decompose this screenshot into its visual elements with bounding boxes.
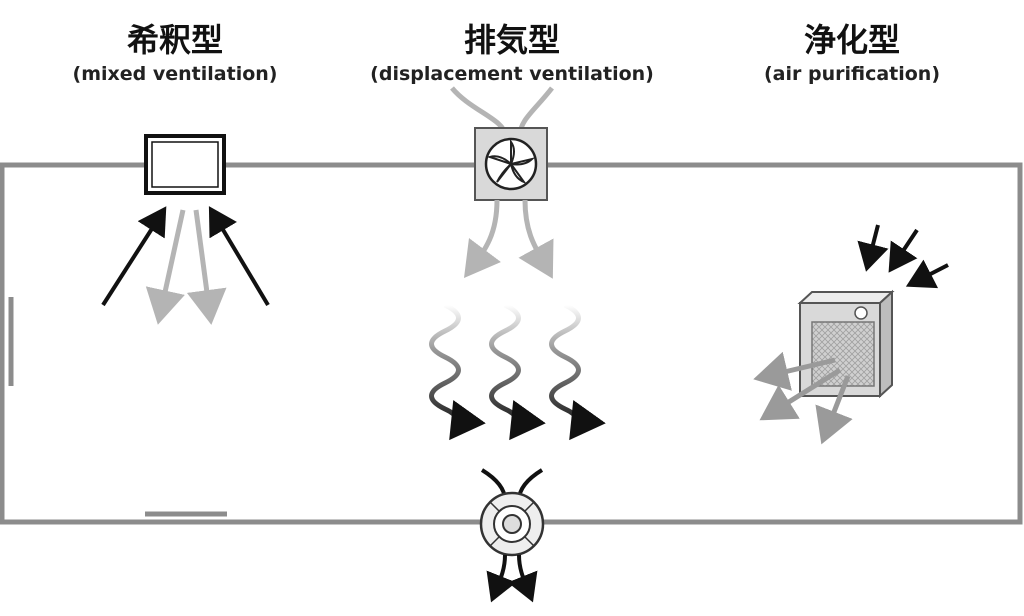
wavy-arrow-icon <box>429 302 606 441</box>
displacement-ventilation-title: 排気型 <box>463 21 560 59</box>
exhaust-fan-icon <box>474 127 548 201</box>
mixed-inflow-arrows <box>101 206 270 307</box>
inflow-arrow-left <box>101 206 167 307</box>
purifier-intake-arrows <box>857 224 949 289</box>
ceiling-diffuser-icon <box>479 468 545 557</box>
air-purification-subtitle: (air purification) <box>763 63 941 85</box>
mixed-ventilation-title: 希釈型 <box>126 21 223 59</box>
rising-air-wave-3 <box>549 302 606 441</box>
rising-air-wave-1 <box>429 302 486 441</box>
mixed-outflow-arrows <box>145 209 227 325</box>
mixed-ventilation-subtitle: (mixed ventilation) <box>72 63 278 85</box>
outflow-arrow-right <box>186 209 227 325</box>
air-purification-title: 浄化型 <box>803 21 900 59</box>
displacement-ventilation-subtitle: (displacement ventilation) <box>370 63 654 85</box>
outflow-arrow-left <box>145 209 186 325</box>
rising-air-wave-2 <box>489 302 546 441</box>
inflow-arrow-right <box>208 206 270 307</box>
diffuser-downflow-arrows <box>486 554 538 603</box>
purifier-outflow-arrows <box>753 351 853 445</box>
window-icon <box>144 134 226 195</box>
exhaust-outflow-arrows <box>463 199 554 279</box>
